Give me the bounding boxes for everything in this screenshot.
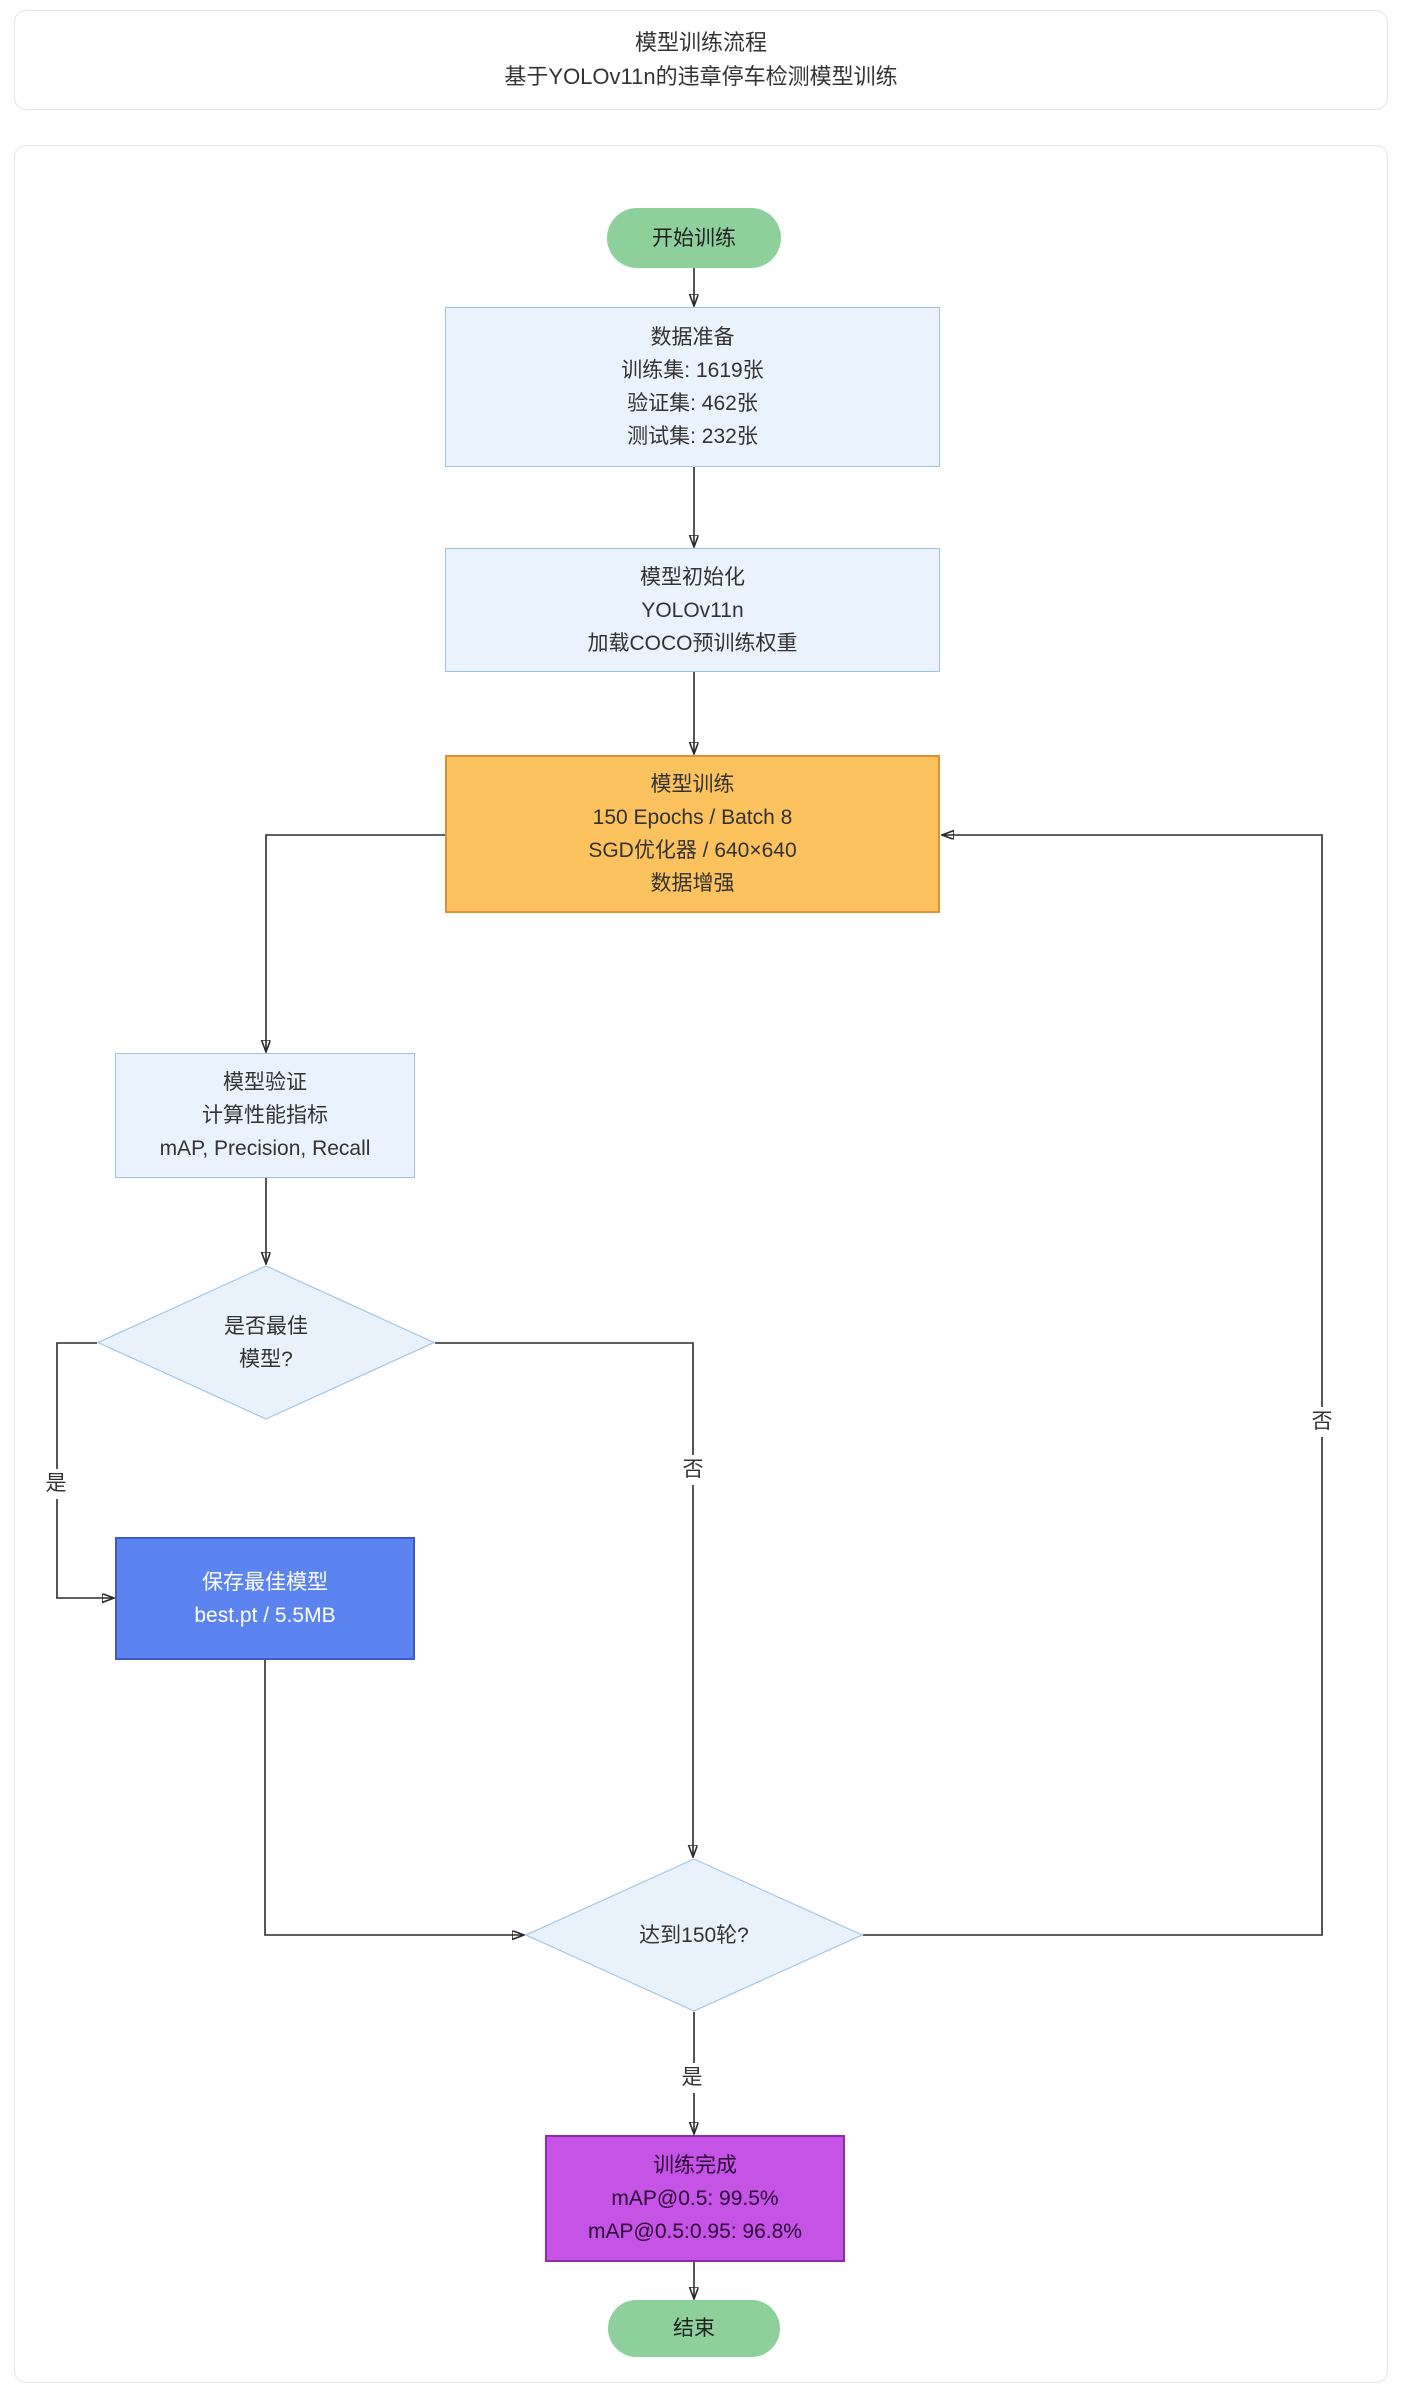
node-start-label: 开始训练 (652, 226, 736, 250)
model-init-line-3: 加载COCO预训练权重 (587, 631, 798, 655)
training-line-2: 150 Epochs / Batch 8 (592, 806, 793, 829)
epoch-check-label: 达到150轮? (639, 1923, 749, 1947)
save-best-line-2: best.pt / 5.5MB (194, 1603, 336, 1627)
title-block: 模型训练流程 基于YOLOv11n的违章停车检测模型训练 (14, 10, 1388, 110)
node-model-training: 模型训练 150 Epochs / Batch 8 SGD优化器 / 640×6… (445, 755, 940, 913)
complete-line-2: mAP@0.5: 99.5% (611, 2187, 779, 2210)
complete-line-1: 训练完成 (653, 2154, 737, 2177)
edge-label-yes-done: 是 (677, 2063, 707, 2093)
node-model-validation: 模型验证 计算性能指标 mAP, Precision, Recall (115, 1053, 415, 1178)
training-line-1: 模型训练 (650, 773, 735, 796)
edge-label-no-loop: 否 (1307, 1407, 1337, 1437)
data-prep-line-1: 数据准备 (650, 326, 735, 349)
node-end-label: 结束 (673, 2317, 715, 2340)
training-line-4: 数据增强 (650, 872, 735, 895)
data-prep-line-4: 测试集: 232张 (627, 425, 758, 448)
data-prep-line-3: 验证集: 462张 (627, 392, 758, 415)
best-check-line-2: 模型? (239, 1347, 293, 1371)
diamond-shape (525, 1858, 863, 2012)
best-check-line-1: 是否最佳 (224, 1314, 308, 1338)
node-model-initialization: 模型初始化 YOLOv11n 加载COCO预训练权重 (445, 548, 940, 672)
node-save-best-model: 保存最佳模型 best.pt / 5.5MB (115, 1537, 415, 1660)
node-data-preparation: 数据准备 训练集: 1619张 验证集: 462张 测试集: 232张 (445, 307, 940, 467)
model-init-line-2: YOLOv11n (641, 598, 744, 622)
node-best-model-decision: 是否最佳 模型? (97, 1265, 435, 1420)
save-best-line-1: 保存最佳模型 (202, 1570, 328, 1594)
title-card (14, 10, 1388, 110)
node-end: 结束 (608, 2300, 780, 2357)
node-start-training: 开始训练 (607, 208, 781, 268)
validation-line-1: 模型验证 (223, 1071, 307, 1094)
page-title: 模型训练流程 (634, 30, 767, 55)
page-subtitle: 基于YOLOv11n的违章停车检测模型训练 (504, 64, 898, 89)
diamond-shape (97, 1265, 435, 1420)
training-line-3: SGD优化器 / 640×640 (588, 839, 797, 862)
model-init-line-1: 模型初始化 (640, 565, 745, 589)
best-check-label: 是否最佳 模型? (224, 1310, 308, 1376)
diagram-canvas (14, 145, 1388, 2383)
validation-line-2: 计算性能指标 (202, 1104, 328, 1127)
node-training-complete: 训练完成 mAP@0.5: 99.5% mAP@0.5:0.95: 96.8% (545, 2135, 845, 2262)
validation-line-3: mAP, Precision, Recall (159, 1137, 371, 1160)
node-epoch-decision: 达到150轮? (525, 1858, 863, 2012)
complete-line-3: mAP@0.5:0.95: 96.8% (588, 2220, 802, 2243)
edge-label-no-continue: 否 (678, 1455, 708, 1485)
data-prep-line-2: 训练集: 1619张 (621, 359, 764, 382)
edge-label-yes-save: 是 (41, 1469, 71, 1499)
